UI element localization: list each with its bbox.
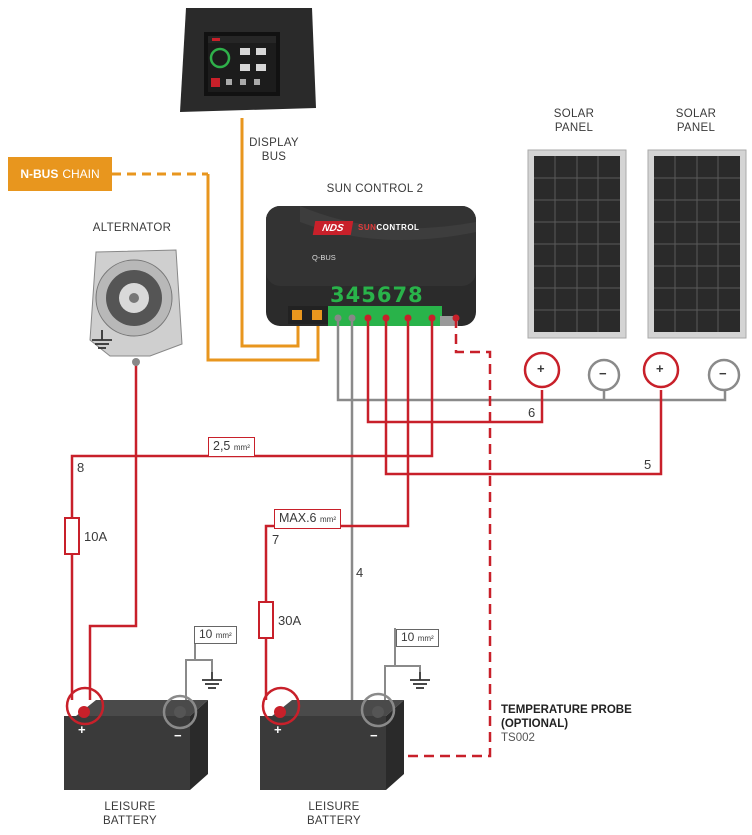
- leisure-battery-2: [260, 700, 404, 790]
- wire-6: [366, 318, 544, 424]
- sun-control-label: SUN CONTROL 2: [326, 183, 424, 195]
- panel2-plus-sign: +: [656, 361, 664, 376]
- panel1-minus-sign: −: [599, 366, 607, 381]
- battery2-plus-sign: +: [274, 722, 282, 737]
- wire-8: [70, 318, 434, 700]
- wire-4: [350, 318, 364, 710]
- ground-size-2: 10 mm²: [396, 629, 439, 647]
- temperature-probe-label: TEMPERATURE PROBE (OPTIONAL) TS002: [501, 704, 632, 744]
- nbus-to-controller-wire: [206, 174, 320, 362]
- solar-panel-right: [647, 149, 747, 339]
- fuse-10a-label: 10A: [84, 529, 108, 544]
- battery1-minus-terminal: [162, 694, 198, 730]
- leisure-battery-1: [64, 700, 208, 790]
- nds-logo: NDS: [312, 221, 354, 235]
- battery1-plus-sign: +: [78, 722, 86, 737]
- ground-size-1: 10 mm²: [194, 626, 237, 644]
- panel2-minus-sign: −: [719, 366, 727, 381]
- panel1-plus-terminal: [523, 351, 561, 389]
- wire-3: [336, 318, 727, 402]
- solar-panel-left: [527, 149, 627, 339]
- alternator-label: ALTERNATOR: [92, 222, 172, 234]
- controller-brand: SUNCONTROL: [358, 223, 420, 232]
- alternator-wire: [88, 365, 138, 700]
- terminal-numbers: 345678: [330, 283, 424, 307]
- display-bus-wire: [240, 118, 300, 348]
- panel1-minus-terminal: [587, 358, 621, 392]
- panel2-plus-terminal: [642, 351, 680, 389]
- display-panel: [180, 8, 316, 112]
- temperature-probe-wire: [330, 318, 492, 758]
- ground-symbol-battery-2: [410, 672, 430, 689]
- fuse-10a: [64, 517, 80, 555]
- cable-size-8: 2,5 mm²: [208, 437, 255, 457]
- qbus-label: Q-BUS: [312, 253, 336, 262]
- battery1-plus-terminal: [65, 686, 105, 726]
- cable-size-7: MAX.6 mm²: [274, 509, 341, 529]
- wire-8-label: 8: [77, 460, 85, 475]
- wire-6-label: 6: [528, 405, 536, 420]
- wire-5: [384, 318, 663, 476]
- battery2-minus-terminal: [360, 692, 396, 728]
- wire-7-label: 7: [272, 532, 280, 547]
- panel2-minus-terminal: [707, 358, 741, 392]
- ground-wire-1: [185, 640, 196, 700]
- battery1-minus-sign: −: [174, 728, 182, 743]
- alternator-icon: [89, 249, 183, 366]
- ground-wire-2: [384, 640, 396, 700]
- ground-symbol-battery-1: [202, 672, 222, 689]
- fuse-30a: [258, 601, 274, 639]
- battery2-minus-sign: −: [370, 728, 378, 743]
- wire-5-label: 5: [644, 457, 652, 472]
- wire-4-label: 4: [356, 565, 364, 580]
- ground-symbol-alternator: [92, 330, 112, 349]
- panel1-plus-sign: +: [537, 361, 545, 376]
- battery2-plus-terminal: [261, 686, 301, 726]
- fuse-30a-label: 30A: [278, 613, 302, 628]
